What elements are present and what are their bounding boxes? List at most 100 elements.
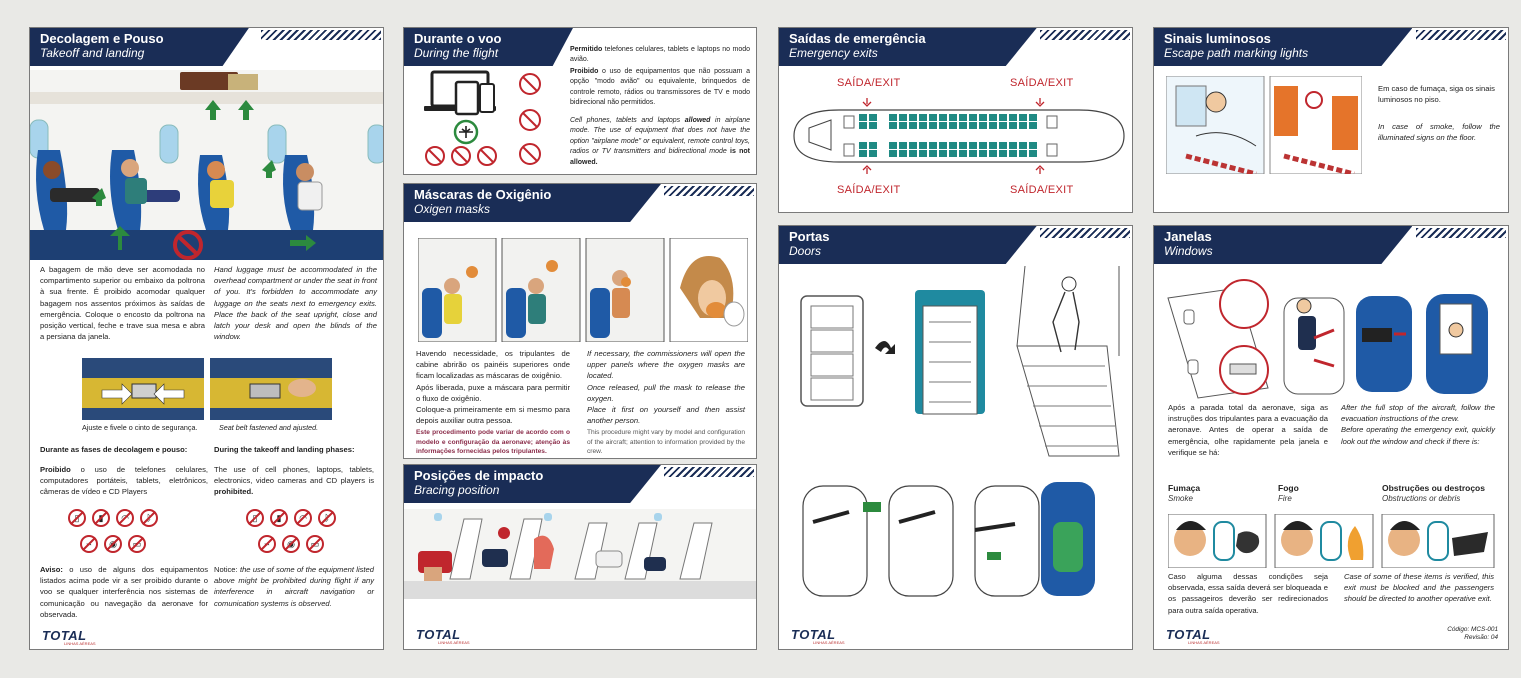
logo-tagline: LINHAS AÉREAS <box>813 640 845 645</box>
seat <box>919 122 927 129</box>
exit-label-bottom-left: SAÍDA/EXIT <box>837 184 901 196</box>
seat <box>999 142 1007 149</box>
windows-para-en: After the full stop of the aircraft, fol… <box>1341 402 1495 447</box>
signs-text-en: In case of smoke, follow the illuminated… <box>1378 122 1500 143</box>
notice-pt: Aviso: o uso de alguns dos equipamentos … <box>40 564 208 620</box>
exits-subtitle: Emergency exits <box>789 46 878 60</box>
seat <box>959 142 967 149</box>
seat <box>1009 122 1017 129</box>
prohibited-icons-en-row1: ▯ ▮ ◠ ᛒ <box>246 509 336 527</box>
prohibited-word-pt: Proibido <box>40 465 71 474</box>
seat <box>919 150 927 157</box>
oxygen-pt-3: Coloque-a primeiramente em si mesmo para… <box>416 405 570 426</box>
seat <box>939 122 947 129</box>
aircraft-seat-map <box>793 98 1125 174</box>
seatbelt-illustration-right <box>210 358 332 420</box>
no-camera-icon: ◉ <box>104 535 122 553</box>
notice-word-pt: Aviso: <box>40 565 63 574</box>
seat <box>929 150 937 157</box>
flight-subtitle: During the flight <box>414 46 499 60</box>
seat <box>989 122 997 129</box>
seat <box>939 142 947 149</box>
oxygen-para-en: If necessary, the commissioners will ope… <box>587 348 745 457</box>
doors-subtitle: Doors <box>789 244 822 258</box>
no-wifi-icon: ◠ <box>116 509 134 527</box>
seat <box>979 142 987 149</box>
seat <box>909 122 917 129</box>
seat <box>889 150 897 157</box>
no-signal-icon: ▮ <box>92 509 110 527</box>
oxygen-pt-2: Após liberada, puxe a máscara para permi… <box>416 382 570 403</box>
windows-final-pt: Caso alguma dessas condições seja observ… <box>1168 572 1328 615</box>
devices-illustration <box>424 70 541 166</box>
allowed-en-end: in airplane mode. The use of equipment t… <box>570 117 750 156</box>
fire-heading-en: Fire <box>1278 494 1292 503</box>
notice-en: Notice: the use of some of the equipment… <box>214 564 374 609</box>
seat <box>999 114 1007 121</box>
seat <box>919 114 927 121</box>
allowed-word-pt: Permitido <box>570 46 603 53</box>
seat <box>1009 142 1017 149</box>
panel-flight: Durante o voo During the flight Permitid… <box>403 27 757 175</box>
notice-rest-en: the use of some of the equipment listed … <box>214 565 374 608</box>
header-hatch <box>1416 30 1506 40</box>
windows-final-en: Case of some of these items is verified,… <box>1344 572 1494 604</box>
prohibited-icons-pt-row2: ⌁ ◉ ▭ <box>80 535 146 553</box>
oxygen-pt-1: Havendo necessidade, os tripulantes de c… <box>416 349 570 381</box>
no-bluetooth-icon: ᛒ <box>318 509 336 527</box>
seat <box>989 150 997 157</box>
oxygen-subtitle: Oxigen masks <box>414 202 491 216</box>
seat <box>969 150 977 157</box>
impact-subtitle: Bracing position <box>414 483 500 497</box>
oxygen-para-pt: Havendo necessidade, os tripulantes de c… <box>416 348 570 457</box>
no-bluetooth-icon: ᛒ <box>140 509 158 527</box>
seat <box>1019 142 1027 149</box>
seat <box>859 150 867 157</box>
exits-title: Saídas de emergência <box>789 31 926 46</box>
prohibited-en: The use of cell phones, laptops, tablets… <box>214 464 374 498</box>
seat <box>999 150 1007 157</box>
no-camera-icon: ◉ <box>282 535 300 553</box>
oxygen-mask-illustrations <box>418 238 748 342</box>
oxygen-header: Máscaras de Oxigênio Oxigen masks <box>404 184 661 222</box>
oxygen-title: Máscaras de Oxigênio <box>414 187 552 202</box>
belt-caption-en: Seat belt fastened and ajusted. <box>219 423 319 432</box>
panel-impact: Posições de impacto Bracing position TOT… <box>403 464 757 650</box>
panel-doors: Portas Doors <box>778 225 1133 650</box>
logo-text: TOTAL <box>791 627 836 642</box>
logo-text: TOTAL <box>42 628 87 643</box>
seat <box>959 122 967 129</box>
takeoff-para-pt: A bagagem de mão deve ser acomodada no c… <box>40 265 205 342</box>
doors-header: Portas Doors <box>779 226 1037 264</box>
window-exit-illustration <box>1167 279 1488 399</box>
document-code: Código: MCS-001 Revisão: 04 <box>1447 626 1498 642</box>
seat <box>1019 122 1027 129</box>
seat <box>869 122 877 129</box>
exits-header: Saídas de emergência Emergency exits <box>779 28 1037 66</box>
no-remote-toy-icon: ⌁ <box>258 535 276 553</box>
header-hatch <box>1040 30 1130 40</box>
exit-label-top-right: SAÍDA/EXIT <box>1010 77 1074 89</box>
no-phone-icon: ▯ <box>68 509 86 527</box>
seat <box>1019 114 1027 121</box>
exit-label-top-left: SAÍDA/EXIT <box>837 77 901 89</box>
seat <box>899 122 907 129</box>
seat <box>899 114 907 121</box>
seat <box>979 114 987 121</box>
seat <box>1009 114 1017 121</box>
seat <box>869 150 877 157</box>
seat <box>939 114 947 121</box>
takeoff-para-en: Hand luggage must be accommodated in the… <box>214 265 377 342</box>
seat <box>1029 150 1037 157</box>
seat <box>869 142 877 149</box>
panel-exits: Saídas de emergência Emergency exits SAÍ… <box>778 27 1133 213</box>
seat <box>929 142 937 149</box>
no-phone-icon: ▯ <box>246 509 264 527</box>
seat <box>889 142 897 149</box>
seat <box>1029 114 1037 121</box>
revision-number: Revisão: 04 <box>1464 634 1498 641</box>
